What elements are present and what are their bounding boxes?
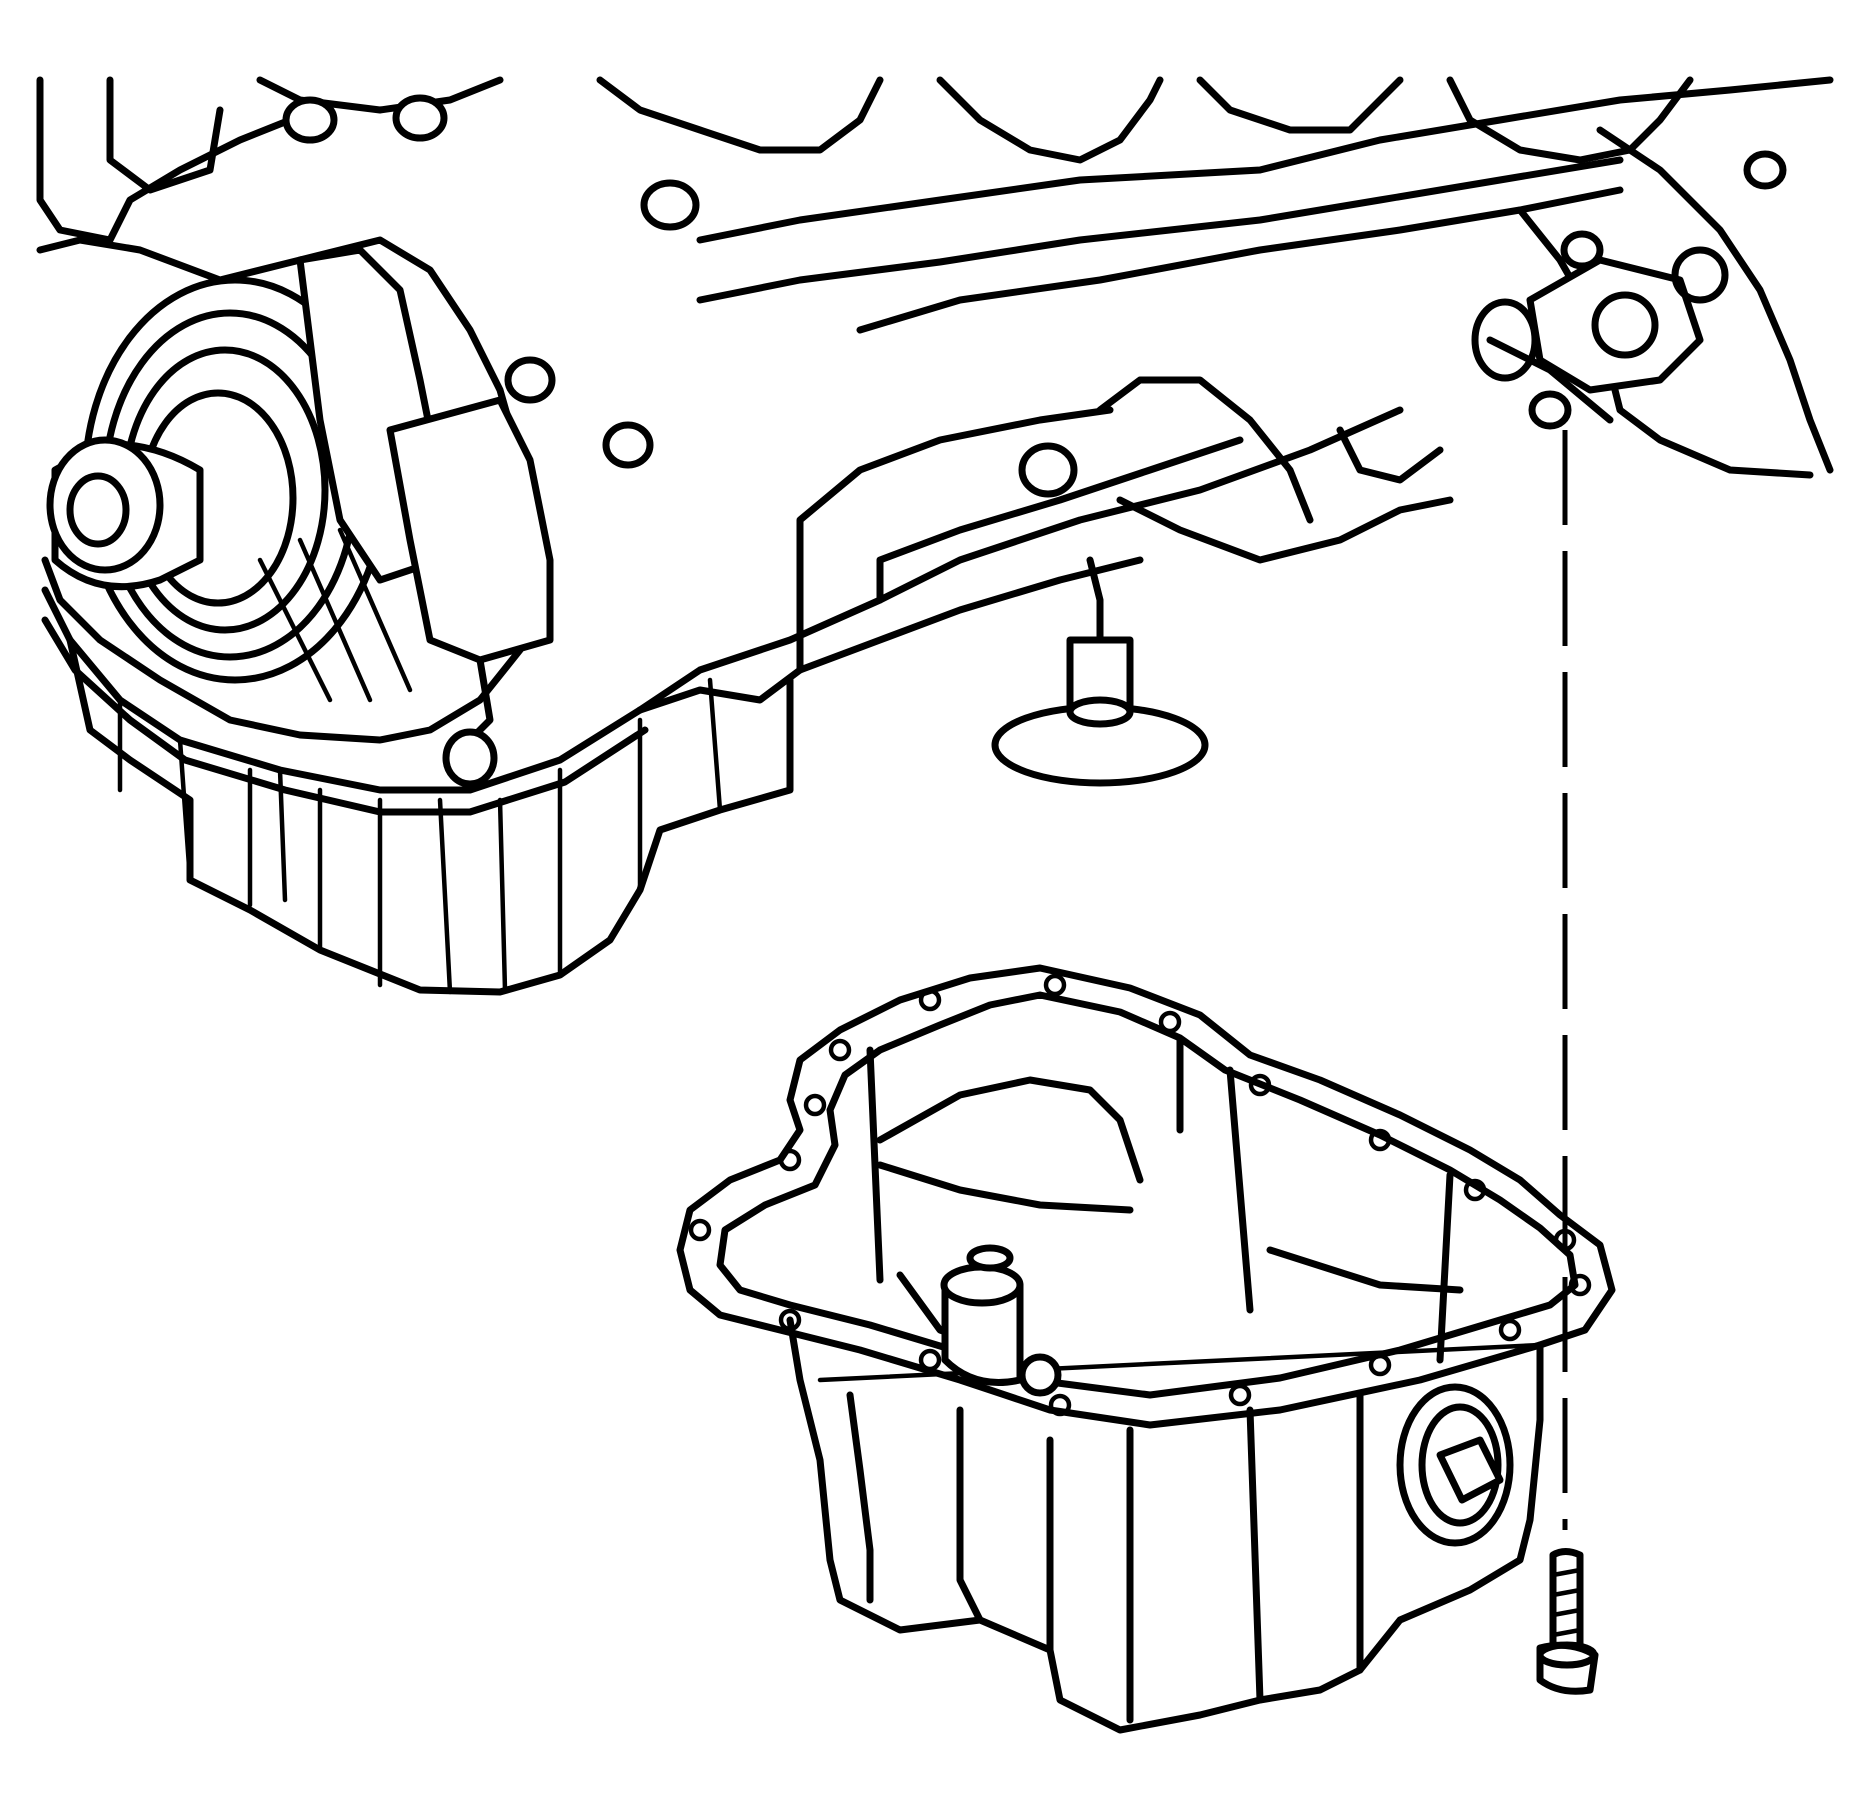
oil-pan-bolt: [1536, 1548, 1599, 1695]
drain-plug: [1396, 1383, 1514, 1547]
block-bolts: [282, 94, 1787, 788]
oil-pan: [676, 964, 1616, 1734]
crankshaft-balancer: [46, 276, 389, 684]
engine-block: [36, 76, 1834, 996]
oil-pump-pickup: [991, 556, 1209, 787]
